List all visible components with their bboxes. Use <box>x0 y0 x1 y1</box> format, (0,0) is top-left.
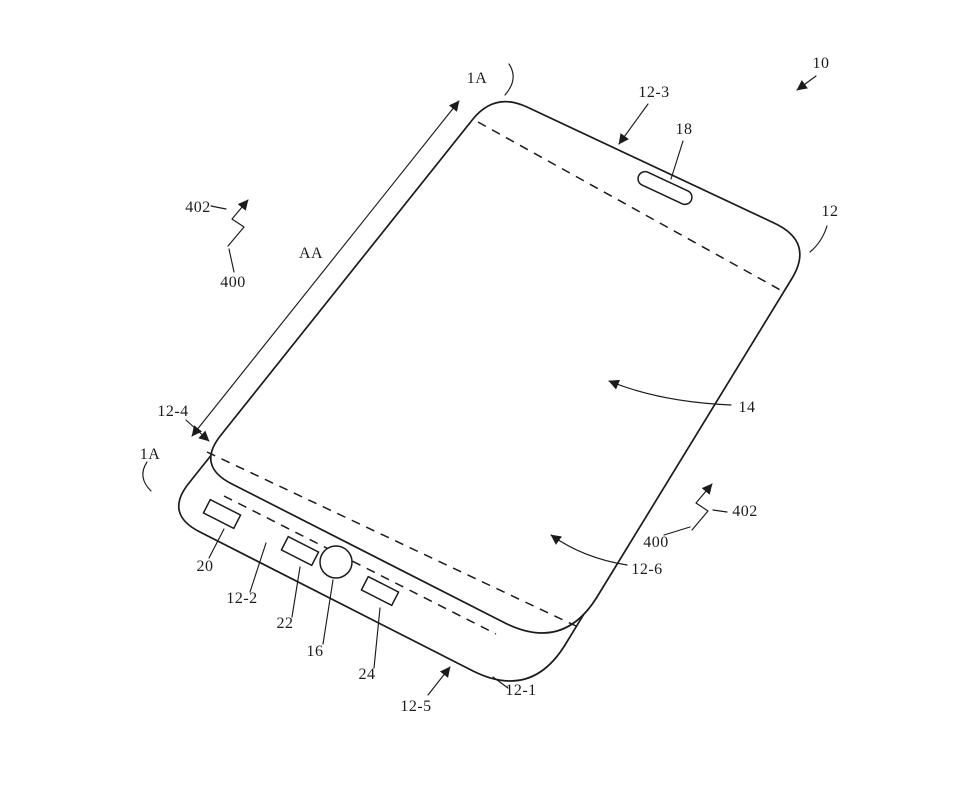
label-device-10: 10 <box>813 55 830 72</box>
label-22: 22 <box>277 615 294 632</box>
label-402-right: 402 <box>732 503 758 520</box>
label-24: 24 <box>359 666 376 683</box>
device-front-face <box>209 100 801 634</box>
speaker-slot <box>637 170 693 206</box>
label-AA: AA <box>299 245 323 262</box>
leader-22 <box>291 566 301 618</box>
label-12-2: 12-2 <box>226 590 257 607</box>
label-section-left: 1A <box>140 446 161 463</box>
label-400-left: 400 <box>220 274 246 291</box>
label-18: 18 <box>676 121 693 138</box>
arrow-12-3 <box>618 103 649 145</box>
section-bracket-top <box>504 63 514 96</box>
label-12-1: 12-1 <box>505 682 536 699</box>
leader-16 <box>322 579 334 645</box>
leader-12-1 <box>492 676 509 689</box>
leader-20 <box>208 528 225 559</box>
arrow-12-4 <box>185 419 210 442</box>
leader-12 <box>809 225 828 253</box>
button-16 <box>319 545 353 579</box>
leader-12-2 <box>249 542 267 593</box>
display-boundary-top <box>477 121 785 293</box>
leader-402-left <box>210 205 227 210</box>
leader-18 <box>670 140 684 180</box>
label-section-top: 1A <box>467 70 488 87</box>
leader-24 <box>373 607 381 669</box>
zigzag-arrow-right <box>691 483 713 531</box>
display-boundary-band <box>223 495 497 635</box>
dimension-arrow-AA <box>191 100 460 437</box>
label-12: 12 <box>822 203 839 220</box>
section-bracket-left <box>142 461 152 492</box>
leader-400-left <box>228 248 235 273</box>
label-400-right: 400 <box>643 534 669 551</box>
arrow-12-5 <box>427 666 451 696</box>
label-402-left: 402 <box>185 199 211 216</box>
label-12-5: 12-5 <box>400 698 431 715</box>
arrow-10 <box>796 75 817 91</box>
zigzag-arrow-left <box>227 199 249 247</box>
leader-402-right <box>712 509 728 513</box>
display-boundary-bottom <box>206 451 577 627</box>
label-20: 20 <box>197 558 214 575</box>
leader-400-right <box>663 526 691 536</box>
leader-12-6 <box>550 534 628 566</box>
port-20 <box>202 498 242 530</box>
label-14: 14 <box>739 399 756 416</box>
leader-14 <box>608 379 732 406</box>
port-24 <box>360 575 400 607</box>
port-22 <box>280 535 320 567</box>
label-12-4: 12-4 <box>157 403 188 420</box>
label-16: 16 <box>307 643 324 660</box>
label-12-6: 12-6 <box>631 561 662 578</box>
label-12-3: 12-3 <box>638 84 669 101</box>
